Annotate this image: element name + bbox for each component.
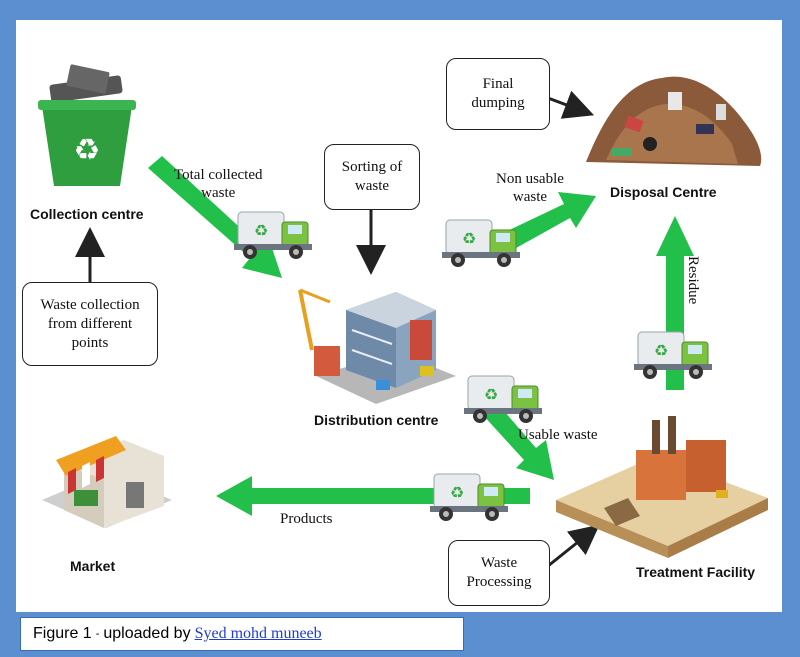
arrow-waste-processing [547,524,600,568]
truck-icon [429,473,509,522]
diagram-panel: ♻ ♻ [16,20,782,612]
caption-prefix: Figure 1 [33,625,92,642]
garbage-pile-icon [586,76,762,166]
sorting-box: Sorting of waste [324,144,420,210]
arrow-final-dumping [547,90,595,119]
arrow-products-left [216,476,530,516]
factory-icon [556,416,768,558]
treatment-facility-title: Treatment Facility [636,564,756,580]
arrow-usable-down [482,404,554,480]
recycle-icon: ♻ [74,133,101,168]
author-link[interactable]: Syed mohd muneeb [194,625,322,642]
final-dumping-box: Final dumping [446,58,550,130]
caption-middle: uploaded by [103,625,191,642]
distribution-centre-title: Distribution centre [314,412,439,428]
bin-icon: ♻ [38,64,136,186]
diagram-artwork: ♻ ♻ [38,64,768,568]
arrow-residue-up [656,216,694,390]
waste-processing-box: Waste Processing [448,540,550,606]
residue-text: Residue [685,256,701,305]
usable-waste-label: Usable waste [518,427,598,443]
total-collected-label: Total collected waste [174,167,263,201]
waste-collection-box: Waste collection from different points [22,282,158,366]
market-icon [42,436,172,528]
market-title: Market [70,558,116,574]
non-usable-label: Non usable waste [496,171,564,205]
building-icon [298,288,456,404]
disposal-centre-title: Disposal Centre [610,184,717,200]
products-label: Products [280,511,333,527]
residue-label: Residue [685,256,706,316]
collection-centre-title: Collection centre [30,206,144,222]
figure-caption: Figure 1 - uploaded by Syed mohd muneeb [20,617,464,651]
caption-dash: - [95,628,100,640]
truck-icon [441,219,521,268]
